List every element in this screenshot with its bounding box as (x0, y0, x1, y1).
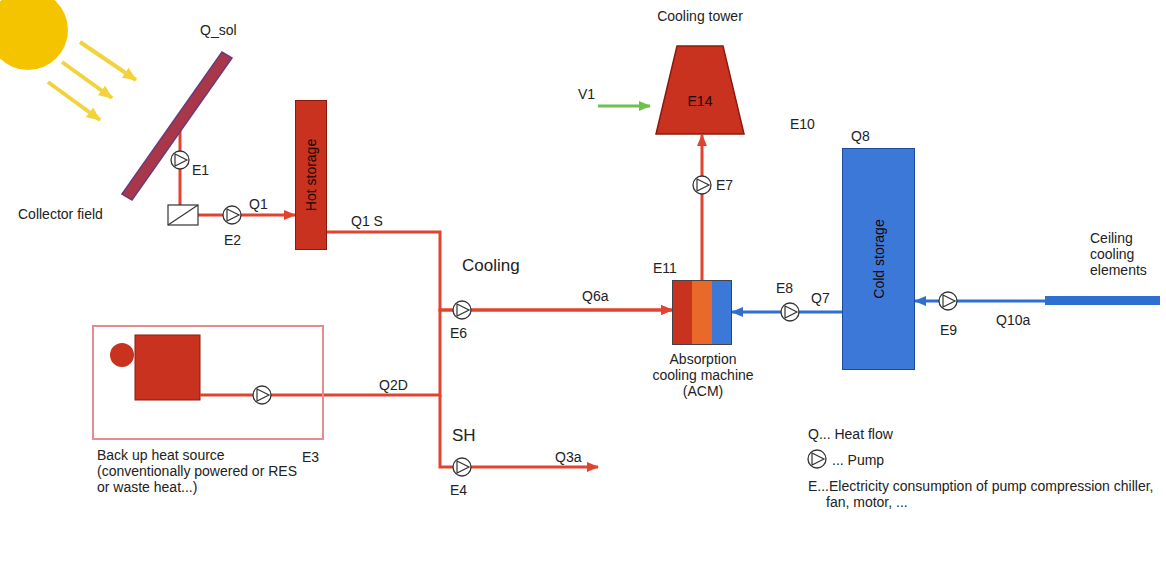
legend-text: ... Pump (832, 452, 884, 468)
cooling-tower: Cooling towerE14 (655, 45, 745, 135)
pump-symbol (693, 176, 711, 194)
pump-symbol (223, 206, 241, 224)
collector-panel (122, 52, 232, 200)
callout-number: E3 (302, 449, 342, 465)
node-label: Cold storage (871, 219, 887, 298)
node-label: Cooling tower (635, 8, 765, 24)
pump-symbol (453, 301, 471, 319)
pump-symbol (808, 450, 826, 468)
callout-label: E4 (450, 482, 467, 498)
callout-label: V1 (578, 86, 595, 102)
cold-storage: Q8Cold storage (842, 148, 915, 370)
callout-label: E10 (790, 116, 815, 132)
flow-label: Q10a (995, 312, 1031, 328)
callout-label: E9 (940, 322, 957, 338)
node-label: Ceiling cooling elements (1090, 230, 1165, 278)
callout-label: E6 (450, 325, 467, 341)
tower-shape (656, 46, 744, 134)
burner-fan (110, 343, 134, 367)
flow-connector (324, 310, 672, 395)
node-label: Hot storage (303, 139, 319, 211)
callout-label: Cooling (462, 256, 520, 276)
boiler (135, 335, 200, 400)
hot-storage: Hot storage (295, 100, 327, 250)
air-arrow (598, 105, 650, 108)
callout-label: SH (452, 426, 476, 446)
pump-symbol (453, 458, 471, 476)
callout-label: E8 (776, 280, 793, 296)
node-label: Absorption cooling machine (ACM) (647, 351, 759, 399)
callout-number: Q8 (851, 128, 891, 144)
tower-shape (655, 45, 745, 135)
solar-collector: Collector field (120, 48, 235, 203)
flow-label: Q2D (378, 377, 409, 393)
node-label: Back up heat source (conventionally powe… (97, 447, 297, 495)
callout-label: E1 (192, 162, 209, 178)
legend-text: E...Electricity consumption of pump comp… (808, 478, 1166, 510)
pipe (440, 395, 598, 467)
callout-label: E2 (224, 232, 241, 248)
callout-number: E14 (655, 93, 745, 109)
ceiling-element: Ceiling cooling elements (1045, 296, 1160, 305)
sun (0, 0, 68, 70)
backup-box: Back up heat source (conventionally powe… (92, 325, 324, 440)
heat-exchanger (168, 205, 198, 225)
pump-symbol (781, 303, 799, 321)
callout-label: E7 (716, 177, 733, 193)
flow-label: Q7 (810, 290, 831, 306)
pump-symbol (253, 386, 271, 404)
flow-connector (701, 135, 704, 280)
collector-panel (120, 48, 235, 203)
callout-label: Q6a (582, 288, 608, 304)
callout-label: Q3a (555, 449, 581, 465)
callout-label: Q_sol (200, 22, 237, 38)
sun-rays (48, 42, 136, 120)
pump-symbol (939, 292, 957, 310)
flow-connector (327, 232, 672, 310)
legend-text: Q... Heat flow (808, 426, 893, 442)
flow-connector (915, 300, 1045, 303)
absorption-machine: E11Absorption cooling machine (ACM) (672, 280, 732, 345)
flow-label: Q1 S (350, 213, 384, 229)
node-label: Collector field (18, 206, 158, 222)
heat-exchanger (168, 205, 198, 225)
callout-number: E11 (653, 260, 693, 276)
flow-label: Q1 (248, 196, 269, 212)
pump-symbol (171, 151, 189, 169)
